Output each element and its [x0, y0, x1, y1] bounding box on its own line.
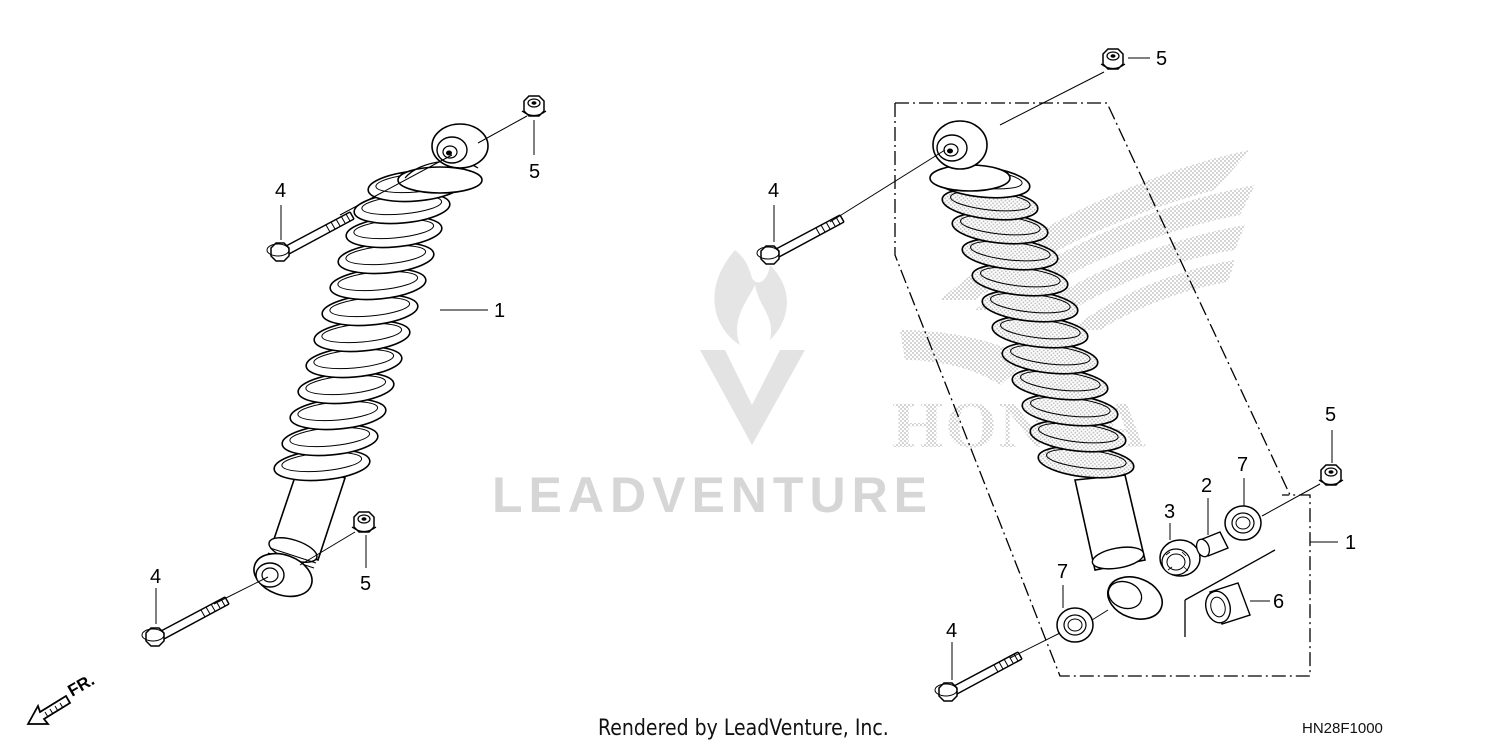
right-upper-bolt [756, 214, 845, 265]
assembly-group-frame [894, 102, 1311, 677]
callout-nut-upper-left: 5 [529, 161, 540, 183]
callout-nut-lower-left: 5 [360, 573, 371, 595]
callout-bolt-lower-left: 4 [150, 566, 161, 588]
credit-text: Rendered by LeadVenture, Inc. [598, 716, 889, 741]
callout-seal-lower: 7 [1057, 561, 1068, 583]
callout-bearing: 6 [1273, 591, 1284, 613]
left-upper-nut [521, 95, 547, 117]
callout-nut-side-right: 5 [1325, 404, 1336, 426]
right-top-nut [1100, 48, 1126, 70]
callout-shock-right: 1 [1345, 532, 1356, 554]
left-leader-lines [155, 115, 535, 624]
right-lower-bolt [934, 651, 1023, 702]
front-direction-arrow-icon [26, 694, 72, 725]
callout-needle-bearing: 3 [1164, 501, 1175, 523]
callout-bolt-upper-left: 4 [275, 180, 286, 202]
diagram-code: HN28F1000 [1302, 720, 1383, 737]
callout-nut-top-right: 5 [1156, 48, 1167, 70]
right-leader-lines [773, 57, 1338, 680]
watermark-text: LEADVENTURE [492, 467, 933, 523]
left-upper-bolt [266, 211, 355, 262]
right-shock-absorber [929, 120, 1163, 620]
bearing-6 [1204, 582, 1251, 625]
left-lower-nut [351, 511, 377, 533]
right-side-nut [1318, 464, 1344, 486]
bearing-group-bracket [1184, 549, 1276, 637]
dust-seal-7-upper [1224, 505, 1262, 541]
callout-bolt-upper-right: 4 [768, 180, 779, 202]
leadventure-logo-watermark [700, 250, 805, 445]
front-direction-label: FR. [65, 670, 98, 700]
callout-seal-upper: 7 [1237, 454, 1248, 476]
left-shock-absorber [253, 123, 489, 598]
callout-collar: 2 [1201, 475, 1212, 497]
callout-shock-left: 1 [494, 300, 505, 322]
needle-bearing-3 [1159, 539, 1201, 577]
collar-2 [1195, 531, 1229, 558]
dust-seal-7-lower [1056, 607, 1094, 643]
left-lower-bolt [141, 596, 230, 647]
callout-bolt-lower-right: 4 [946, 620, 957, 642]
